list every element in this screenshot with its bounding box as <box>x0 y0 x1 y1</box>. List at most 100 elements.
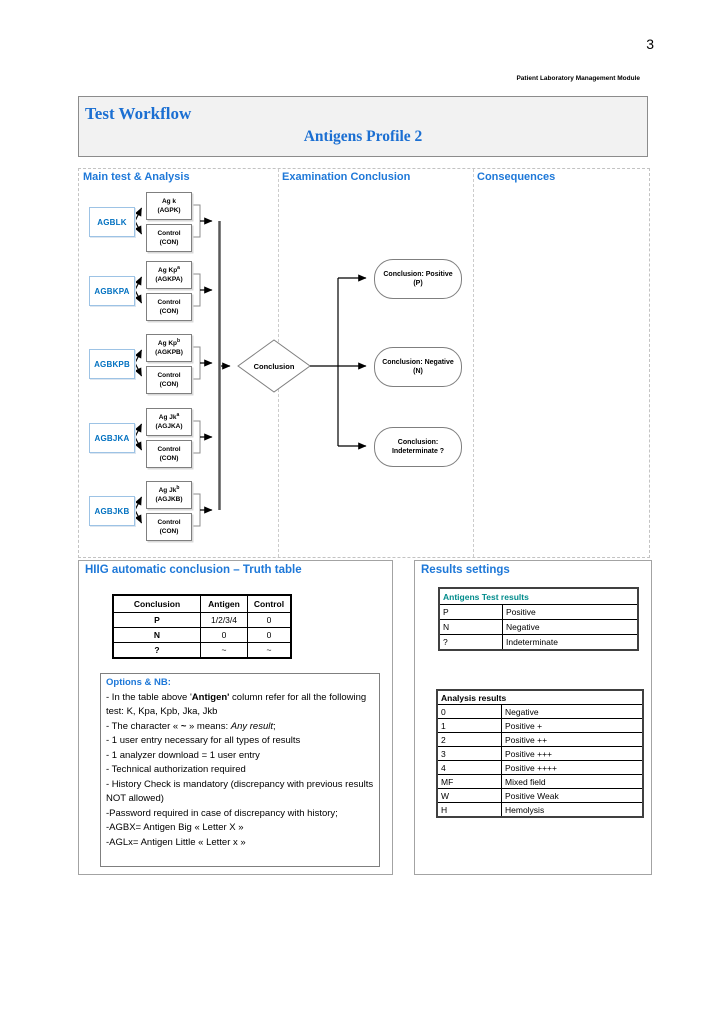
table-cell: N <box>112 627 201 643</box>
options-line: -AGBX= Antigen Big « Letter X » <box>106 822 244 833</box>
table-cell: 0 <box>247 612 292 628</box>
table-row: ?~~ <box>112 642 292 659</box>
flow-connectors-diagram <box>134 204 367 527</box>
table-cell: 1 <box>436 718 502 733</box>
results-section-title: Results settings <box>421 564 510 576</box>
table-header-cell: Analysis results <box>436 689 644 705</box>
table-cell: 0 <box>200 627 248 643</box>
table-cell: 2 <box>436 732 502 747</box>
table-cell: H <box>436 802 502 818</box>
options-title: Options & NB: <box>106 677 171 688</box>
column-header-examination-conclusion: Examination Conclusion <box>282 171 411 183</box>
table-cell: Hemolysis <box>501 802 644 818</box>
antigen-test-box: Ag Jkb (AGJKB) <box>146 481 192 509</box>
test-code: (AGKPB) <box>155 349 183 356</box>
table-cell: ~ <box>247 642 292 659</box>
options-line: - History Check is mandatory (discrepanc… <box>106 778 374 805</box>
table-cell: Positive <box>502 604 639 620</box>
module-watermark: Patient Laboratory Management Module <box>516 75 640 82</box>
table-cell: N <box>438 619 503 635</box>
table-cell: P <box>438 604 503 620</box>
table-cell: Positive Weak <box>501 788 644 803</box>
test-name: Ag Jkb <box>158 484 180 494</box>
title-banner: Test Workflow Antigens Profile 2 <box>78 96 648 157</box>
column-header-consequences: Consequences <box>477 171 556 183</box>
table-cell: 1/2/3/4 <box>200 612 248 628</box>
test-name: Ag k <box>161 198 177 205</box>
control-test-box: Control(CON) <box>146 366 192 394</box>
antigen-test-box: Ag Kpa(AGKPA) <box>146 261 192 289</box>
control-code: (CON) <box>159 308 179 315</box>
table-cell: ? <box>438 634 503 651</box>
control-code: (CON) <box>159 528 179 535</box>
table-cell: Indeterminate <box>502 634 639 651</box>
page-subtitle: Antigens Profile 2 <box>303 128 423 145</box>
options-line: -Password required in case of discrepanc… <box>106 807 338 819</box>
table-cell: P <box>112 612 201 628</box>
table-cell: Positive ++ <box>501 732 644 747</box>
truth-table-section: HIIG automatic conclusion – Truth table … <box>78 560 393 875</box>
page-number: 3 <box>646 36 654 52</box>
decision-diamond-label: Conclusion <box>253 362 295 371</box>
table-cell: Positive + <box>501 718 644 733</box>
test-name: Ag Kpa <box>158 264 180 274</box>
workflow-diagram: Main test & Analysis Examination Conclus… <box>78 168 650 558</box>
table-header-cell: Antigens Test results <box>438 587 639 605</box>
control-name: Control <box>157 372 181 379</box>
table-cell: MF <box>436 774 502 789</box>
test-code: (AGJKB) <box>155 496 183 503</box>
table-cell: ~ <box>200 642 248 659</box>
control-name: Control <box>157 446 181 453</box>
conclusion-oval: Conclusion: Positive(P) <box>374 259 462 299</box>
table-row: ?Indeterminate <box>438 634 639 651</box>
group-label-box: AGBLK <box>89 207 135 237</box>
table-header-cell: Antigen <box>200 594 248 613</box>
table-cell: Negative <box>501 704 644 719</box>
column-divider <box>473 169 474 557</box>
test-name: Ag Jka <box>158 411 180 421</box>
test-code: (AGPK) <box>157 207 181 214</box>
column-header-main-test: Main test & Analysis <box>83 171 190 183</box>
table-cell: W <box>436 788 502 803</box>
table-header-row: Antigens Test results <box>438 587 639 605</box>
options-line: - Technical authorization required <box>106 764 246 775</box>
test-code: (AGJKA) <box>155 423 183 430</box>
table-cell: 4 <box>436 760 502 775</box>
control-code: (CON) <box>159 239 179 246</box>
table-cell: Positive +++ <box>501 746 644 761</box>
options-nb-box: Options & NB: - In the table above 'Anti… <box>100 673 380 867</box>
table-cell: Positive ++++ <box>501 760 644 775</box>
conclusion-oval: Conclusion:Indeterminate ? <box>374 427 462 467</box>
options-line: - 1 user entry necessary for all types o… <box>106 735 301 746</box>
table-header-row: Analysis results <box>436 689 644 705</box>
control-test-box: Control (CON) <box>146 224 192 252</box>
table-header-cell: Conclusion <box>112 594 201 613</box>
table-cell: 0 <box>247 627 292 643</box>
test-name: Ag Kpb <box>157 337 181 347</box>
table-cell: ? <box>112 642 201 659</box>
options-line: - The character « ~ » means: Any result; <box>106 720 276 732</box>
control-test-box: Control(CON) <box>146 440 192 468</box>
truth-section-title: HIIG automatic conclusion – Truth table <box>85 564 302 576</box>
options-line: -AGLx= Antigen Little « Letter x » <box>106 836 246 848</box>
group-label-box: AGBKPB <box>89 349 135 379</box>
antigen-test-box: Ag k (AGPK) <box>146 192 192 220</box>
table-cell: Negative <box>502 619 639 635</box>
control-name: Control <box>157 230 181 237</box>
